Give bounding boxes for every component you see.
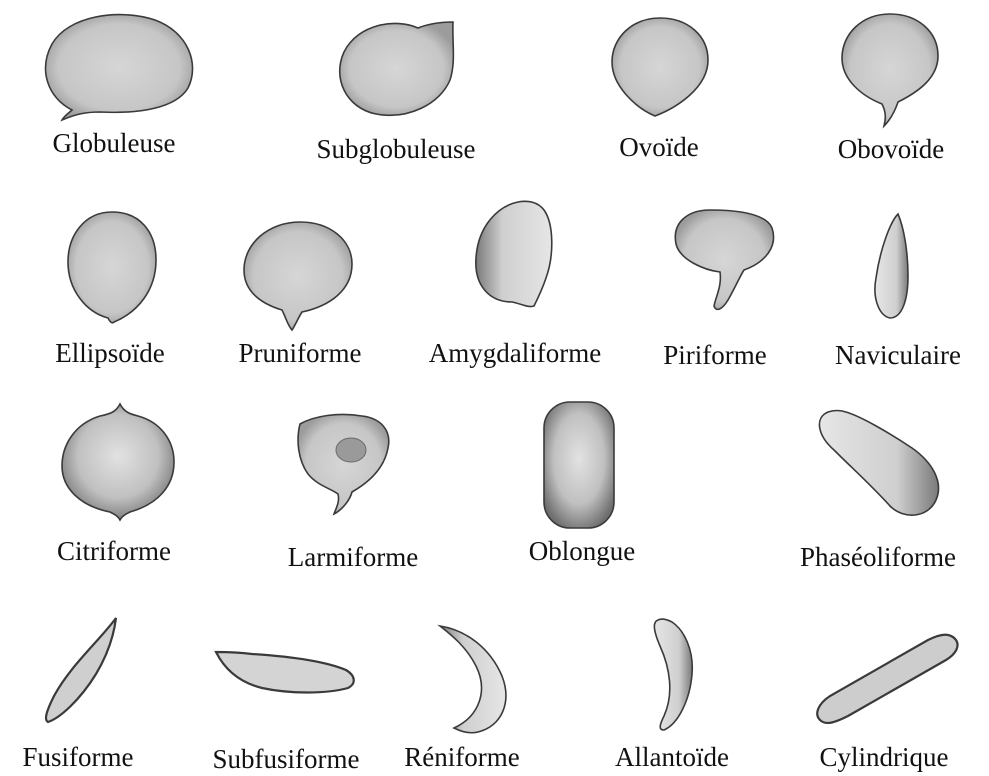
label-ovoide: Ovoïde: [619, 132, 699, 162]
label-globuleuse: Globuleuse: [53, 128, 176, 158]
label-ellipsoide: Ellipsoïde: [55, 338, 165, 368]
spore-globuleuse: Globuleuse: [46, 15, 193, 158]
label-cylindrique: Cylindrique: [820, 742, 949, 772]
spore-cylindrique: Cylindrique: [817, 635, 957, 772]
spore-subfusiforme: Subfusiforme: [213, 652, 360, 774]
label-phaseoliforme: Phaséoliforme: [800, 542, 956, 572]
spore-naviculaire: Naviculaire: [835, 214, 961, 370]
label-pruniforme: Pruniforme: [239, 338, 362, 368]
spore-amygdaliforme: Amygdaliforme: [429, 201, 601, 368]
label-subglobuleuse: Subglobuleuse: [317, 134, 476, 164]
spore-oblongue: Oblongue: [529, 402, 636, 566]
spore-allantoide: Allantoïde: [615, 619, 729, 772]
label-allantoide: Allantoïde: [615, 742, 729, 772]
label-piriforme: Piriforme: [663, 340, 766, 370]
label-larmiforme: Larmiforme: [288, 542, 418, 572]
label-fusiforme: Fusiforme: [23, 742, 134, 772]
spore-ellipsoide: Ellipsoïde: [55, 212, 165, 368]
spore-subglobuleuse: Subglobuleuse: [317, 22, 476, 164]
spore-obovoide: Obovoïde: [838, 14, 945, 164]
spore-fusiforme: Fusiforme: [23, 618, 134, 772]
spore-citriforme: Citriforme: [57, 404, 174, 566]
label-subfusiforme: Subfusiforme: [213, 744, 360, 774]
hilum-spot: [336, 438, 366, 462]
spore-piriforme: Piriforme: [663, 210, 773, 370]
label-reniforme: Réniforme: [404, 742, 519, 772]
spore-phaseoliforme: Phaséoliforme: [800, 411, 956, 573]
label-amygdaliforme: Amygdaliforme: [429, 338, 601, 368]
spore-pruniforme: Pruniforme: [239, 222, 362, 368]
label-obovoide: Obovoïde: [838, 134, 945, 164]
label-citriforme: Citriforme: [57, 536, 171, 566]
label-naviculaire: Naviculaire: [835, 340, 961, 370]
spore-larmiforme: Larmiforme: [288, 414, 418, 572]
spore-reniforme: Réniforme: [404, 626, 519, 772]
label-oblongue: Oblongue: [529, 536, 636, 566]
spore-ovoide: Ovoïde: [612, 18, 708, 162]
